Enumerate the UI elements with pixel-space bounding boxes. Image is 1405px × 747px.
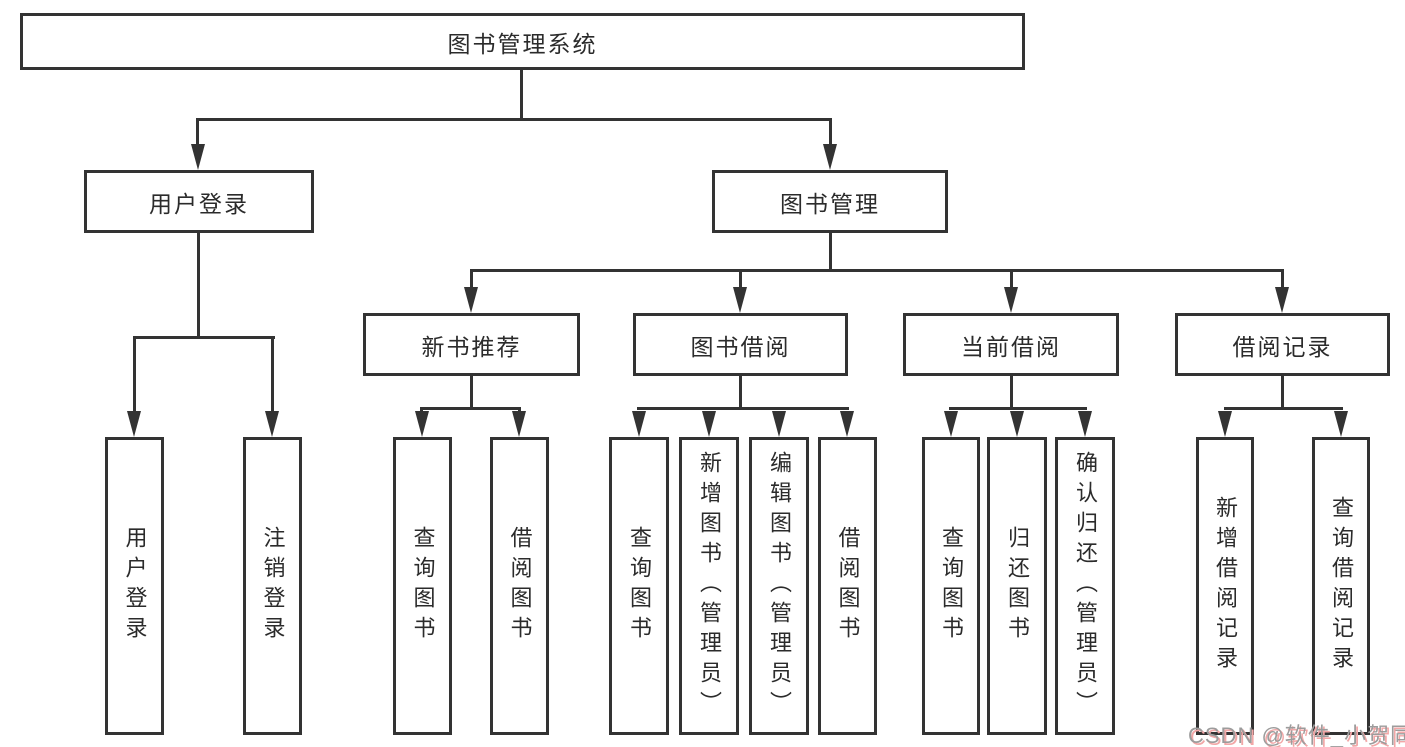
node-borrow-book-2: 借阅图书: [818, 437, 877, 735]
connector-line: [470, 269, 473, 291]
node-label: 查询图书: [410, 526, 436, 646]
node-label: 用户登录: [122, 526, 148, 646]
arrow-down-icon: [823, 144, 837, 170]
connector-line: [197, 233, 200, 339]
node-add-borrow-record: 新增借阅记录: [1196, 437, 1254, 735]
connector-line: [829, 118, 832, 148]
connector-line: [196, 118, 199, 148]
arrow-down-icon: [772, 411, 786, 437]
connector-line: [518, 407, 521, 414]
watermark: CSDN @软件_小贺同学: [1188, 723, 1405, 747]
node-label: 用户登录: [149, 190, 249, 217]
connector-line: [1281, 376, 1284, 410]
node-return-book: 归还图书: [987, 437, 1047, 735]
node-user-login: 用户登录: [84, 170, 314, 233]
node-book-management: 图书管理: [712, 170, 948, 233]
arrow-down-icon: [1004, 287, 1018, 313]
arrow-down-icon: [1010, 411, 1024, 437]
arrow-down-icon: [733, 287, 747, 313]
connector-line: [133, 336, 136, 413]
node-label: 当前借阅: [961, 333, 1061, 360]
node-label: 确认归还（管理员）: [1073, 451, 1098, 721]
arrow-down-icon: [632, 411, 646, 437]
node-label: 图书管理: [780, 190, 880, 217]
connector-line: [637, 407, 849, 410]
node-query-book-1: 查询图书: [393, 437, 452, 735]
node-label: 图书管理系统: [447, 30, 598, 57]
arrow-down-icon: [1334, 411, 1348, 437]
node-user-login-leaf: 用户登录: [105, 437, 164, 735]
node-label: 查询图书: [939, 526, 964, 646]
node-logout: 注销登录: [243, 437, 302, 735]
node-new-book-recommend: 新书推荐: [363, 313, 580, 376]
arrow-down-icon: [191, 144, 205, 170]
connector-line: [133, 336, 275, 339]
arrow-down-icon: [1218, 411, 1232, 437]
node-edit-book-admin: 编辑图书（管理员）: [749, 437, 809, 735]
connector-line: [420, 407, 423, 414]
arrow-down-icon: [265, 411, 279, 437]
node-add-book-admin: 新增图书（管理员）: [679, 437, 739, 735]
node-label: 查询图书: [627, 526, 652, 646]
connector-line: [739, 376, 742, 410]
arrow-down-icon: [512, 411, 526, 437]
node-label: 借阅记录: [1232, 333, 1333, 360]
node-query-book-2: 查询图书: [609, 437, 669, 735]
arrow-down-icon: [1078, 411, 1092, 437]
arrow-down-icon: [1275, 287, 1289, 313]
node-label: 新增图书（管理员）: [697, 451, 722, 721]
connector-line: [1281, 269, 1284, 291]
node-label: 归还图书: [1005, 526, 1030, 646]
arrow-down-icon: [415, 411, 429, 437]
node-borrow-record: 借阅记录: [1175, 313, 1390, 376]
connector-line: [1010, 376, 1013, 410]
node-label: 新增借阅记录: [1213, 496, 1238, 676]
connector-line: [520, 69, 523, 120]
arrow-down-icon: [840, 411, 854, 437]
connector-line: [470, 376, 473, 410]
arrow-down-icon: [127, 411, 141, 437]
connector-line: [196, 118, 832, 121]
node-query-book-3: 查询图书: [922, 437, 980, 735]
connector-line: [739, 269, 742, 291]
arrow-down-icon: [702, 411, 716, 437]
connector-line: [949, 407, 1087, 410]
node-book-borrow: 图书借阅: [633, 313, 848, 376]
node-query-borrow-record: 查询借阅记录: [1312, 437, 1370, 735]
node-label: 编辑图书（管理员）: [767, 451, 792, 721]
connector-line: [829, 233, 832, 272]
node-library-management-system: 图书管理系统: [20, 13, 1025, 70]
connector-line: [1010, 269, 1013, 291]
arrow-down-icon: [944, 411, 958, 437]
node-confirm-return-admin: 确认归还（管理员）: [1055, 437, 1115, 735]
node-label: 借阅图书: [835, 526, 861, 646]
node-label: 查询借阅记录: [1329, 496, 1354, 676]
connector-line: [470, 269, 1284, 272]
node-label: 新书推荐: [421, 333, 522, 360]
node-label: 图书借阅: [690, 333, 791, 360]
connector-line: [420, 407, 521, 410]
arrow-down-icon: [464, 287, 478, 313]
node-label: 借阅图书: [507, 526, 533, 646]
node-label: 注销登录: [260, 526, 286, 646]
node-borrow-book-1: 借阅图书: [490, 437, 549, 735]
connector-line: [1224, 407, 1343, 410]
connector-line: [271, 336, 274, 413]
node-current-borrow: 当前借阅: [903, 313, 1119, 376]
